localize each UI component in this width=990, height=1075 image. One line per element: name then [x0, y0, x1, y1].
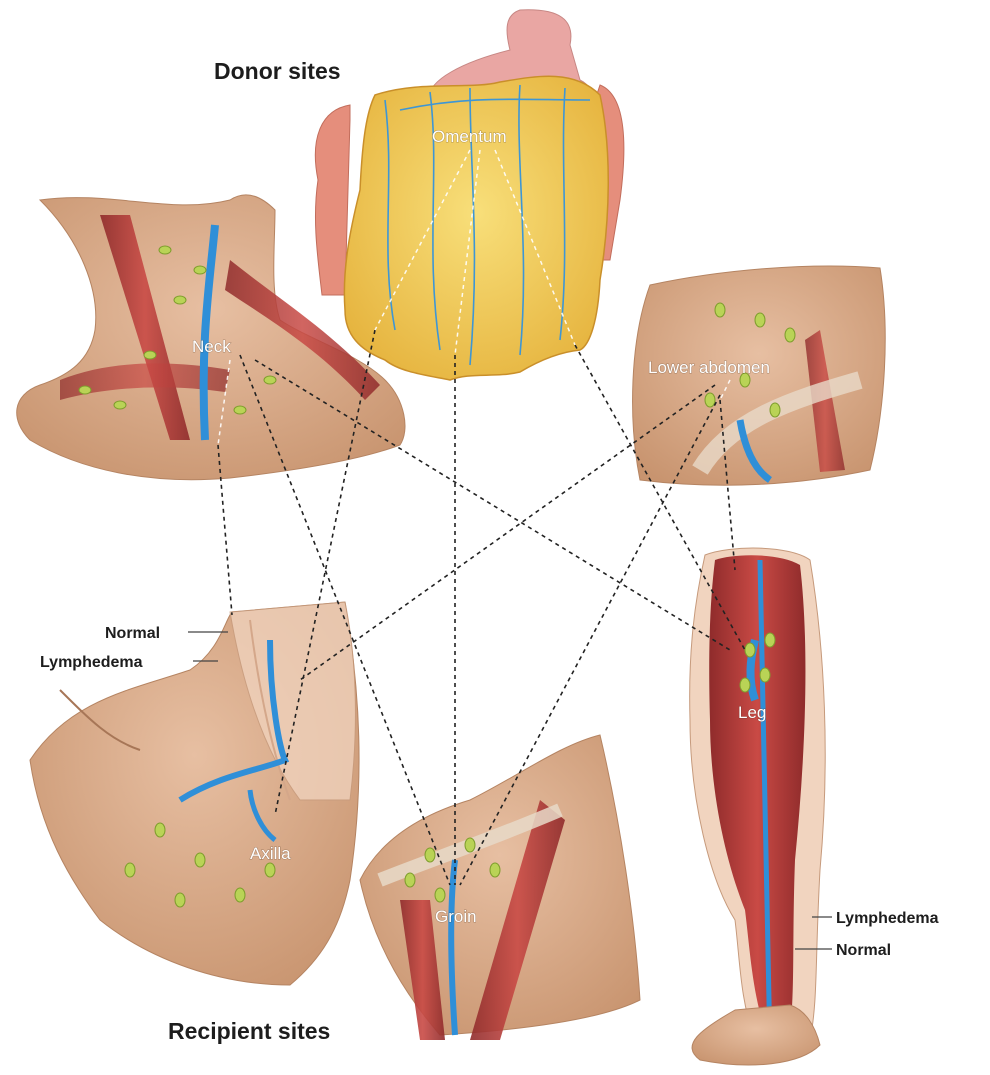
omentum-illustration: [315, 10, 624, 380]
omentum-sheet: [344, 76, 608, 380]
groin-illustration: [360, 735, 640, 1040]
groin-label: Groin: [435, 907, 477, 926]
leg-label: Leg: [738, 703, 766, 722]
leg-illustration: [690, 548, 826, 1065]
omentum-label: Omentum: [432, 127, 507, 146]
neck-label: Neck: [192, 337, 231, 356]
lower-abdomen-label: Lower abdomen: [648, 358, 770, 377]
colon-shape: [315, 105, 350, 295]
leg-normal-callout: Normal: [836, 942, 891, 959]
axilla-normal-callout: Normal: [105, 625, 160, 642]
axilla-label: Axilla: [250, 844, 291, 863]
leg-lymphedema-callout: Lymphedema: [836, 910, 939, 927]
axilla-lymphedema-callout: Lymphedema: [40, 654, 143, 671]
